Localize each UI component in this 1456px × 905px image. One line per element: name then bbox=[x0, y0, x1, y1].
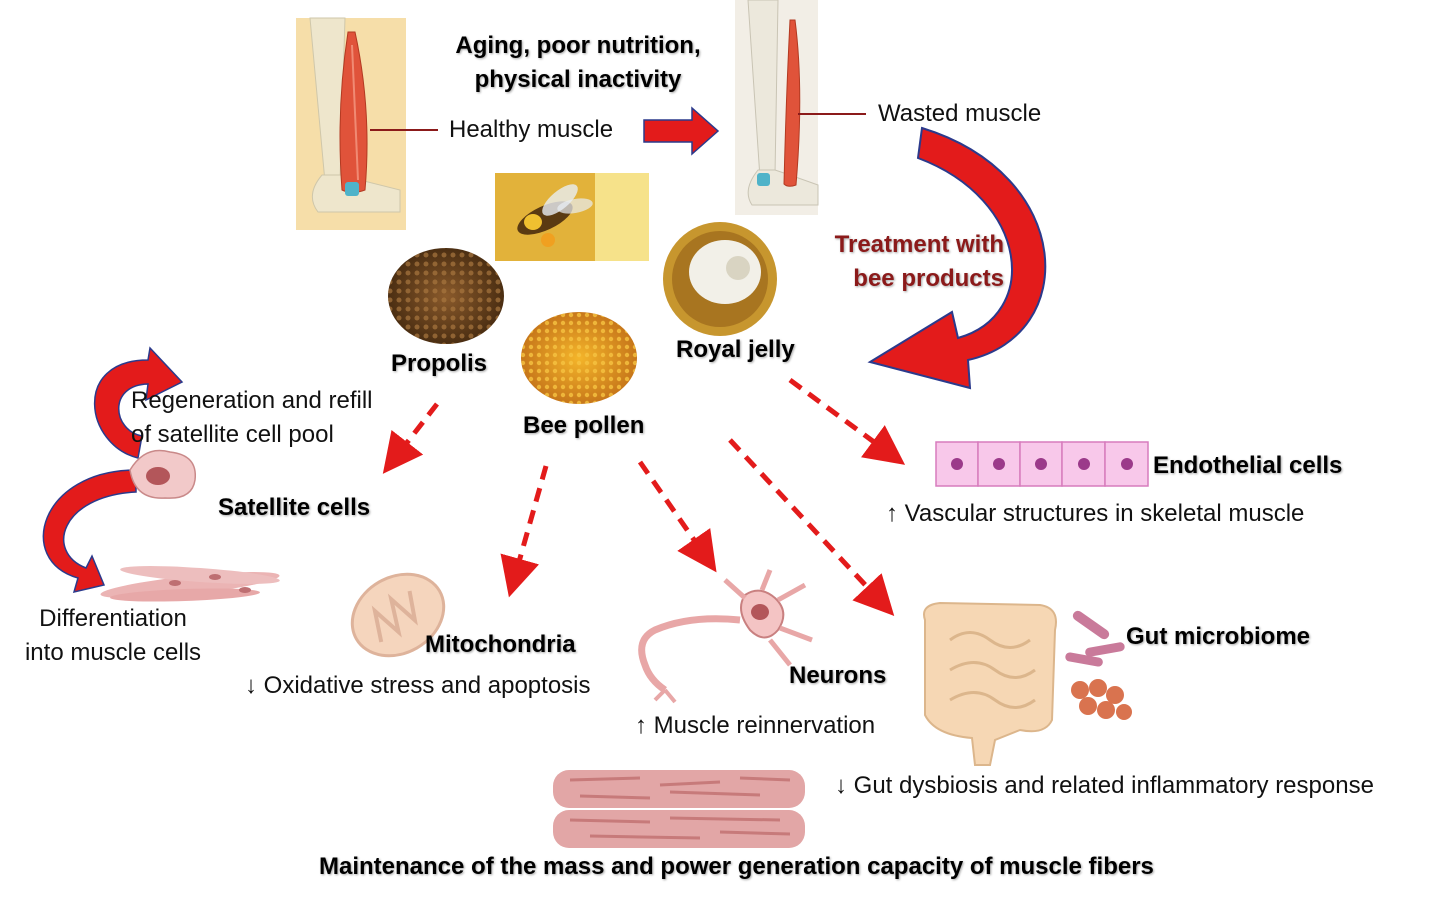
reinnervation-label: ↑ Muscle reinnervation bbox=[635, 712, 876, 739]
healthy-arm-illustration bbox=[296, 17, 438, 230]
regeneration-loop-arrow bbox=[94, 346, 184, 459]
gut-dysbiosis-label: ↓ Gut dysbiosis and related inflammatory… bbox=[835, 772, 1374, 799]
neuron-illustration bbox=[638, 569, 813, 704]
maintenance-label: Maintenance of the mass and power genera… bbox=[319, 853, 1154, 880]
muscle-fibers-illustration bbox=[553, 770, 805, 848]
arrow-propolis-to-satellite bbox=[382, 402, 439, 474]
satellite-cell-illustration bbox=[129, 449, 197, 499]
arrow-pollen-to-mitochondria bbox=[500, 465, 549, 598]
treatment-line-2: bee products bbox=[853, 264, 1004, 292]
muscle-cells-illustration bbox=[100, 566, 280, 602]
intestine-illustration bbox=[923, 601, 1057, 766]
healthy-muscle-label: Healthy muscle bbox=[449, 116, 614, 143]
endothelial-cells-label: Endothelial cells bbox=[1153, 452, 1343, 479]
risk-factors-line-2: physical inactivity bbox=[474, 65, 682, 93]
differentiation-line-1: Differentiation bbox=[39, 605, 187, 632]
mitochondrion-illustration bbox=[350, 572, 446, 658]
arrow-royal-jelly-to-endothelial bbox=[788, 377, 906, 465]
royal-jelly-label: Royal jelly bbox=[676, 336, 795, 363]
treatment-line-1: Treatment with bbox=[834, 231, 1004, 258]
dashed-arrows bbox=[382, 377, 906, 616]
regeneration-line-2: of satellite cell pool bbox=[131, 420, 334, 448]
gut-microbe-illustration bbox=[1065, 610, 1132, 720]
satellite-cells-label: Satellite cells bbox=[218, 494, 371, 521]
differentiation-line-2: into muscle cells bbox=[24, 638, 202, 666]
royal-jelly-image bbox=[663, 222, 777, 336]
mitochondria-label: Mitochondria bbox=[425, 631, 576, 658]
risk-factors-label: Aging, poor nutrition, physical inactivi… bbox=[440, 32, 716, 95]
propolis-label: Propolis bbox=[391, 350, 488, 377]
bee-pollen-label: Bee pollen bbox=[523, 412, 645, 439]
arrow-pollen-to-neurons bbox=[637, 460, 717, 573]
risk-factors-line-1: Aging, poor nutrition, bbox=[455, 32, 701, 59]
gut-microbiome-label: Gut microbiome bbox=[1126, 623, 1311, 650]
neurons-label: Neurons bbox=[789, 662, 887, 689]
regeneration-label: Regeneration and refill of satellite cel… bbox=[131, 387, 373, 450]
regeneration-line-1: Regeneration and refill bbox=[131, 387, 373, 414]
wasted-muscle-label: Wasted muscle bbox=[878, 100, 1042, 127]
differentiation-loop-arrow bbox=[42, 469, 137, 594]
treatment-curved-arrow bbox=[867, 126, 1047, 390]
oxidative-stress-label: ↓ Oxidative stress and apoptosis bbox=[245, 672, 591, 699]
vascular-label: ↑ Vascular structures in skeletal muscle bbox=[886, 500, 1305, 527]
endothelial-cells-illustration bbox=[935, 441, 1149, 487]
arrow-pollen-to-gut bbox=[728, 438, 895, 616]
wasted-arm-illustration bbox=[735, 0, 866, 215]
differentiation-label: Differentiation into muscle cells bbox=[8, 605, 218, 668]
bee-pollen-image bbox=[521, 312, 637, 404]
progression-arrow bbox=[643, 106, 720, 156]
bee-photo bbox=[495, 173, 649, 261]
propolis-image bbox=[388, 248, 504, 344]
treatment-label: Treatment with bee products bbox=[800, 231, 1004, 294]
